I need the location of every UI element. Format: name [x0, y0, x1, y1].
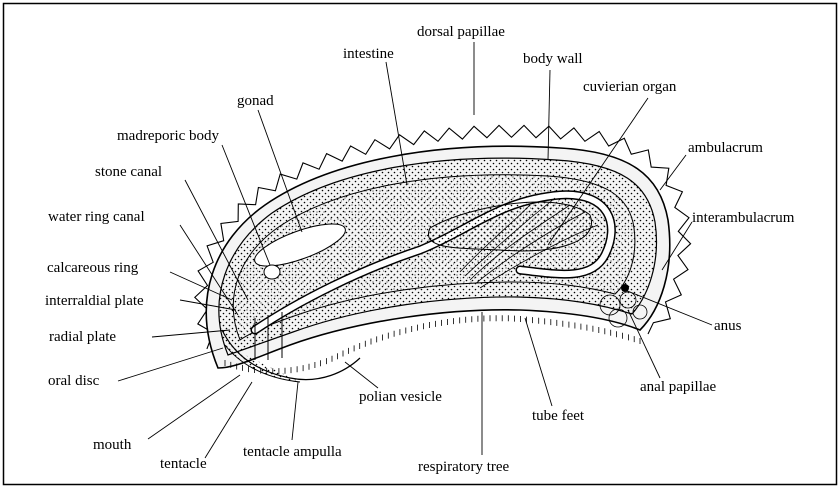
- label-intestine: intestine: [343, 46, 394, 62]
- label-madreporic-body: madreporic body: [117, 128, 220, 144]
- label-gonad: gonad: [237, 93, 274, 109]
- label-tentacle-ampulla: tentacle ampulla: [243, 444, 342, 460]
- label-body-wall: body wall: [523, 51, 583, 67]
- label-mouth: mouth: [93, 437, 132, 453]
- label-ambulacrum: ambulacrum: [688, 140, 763, 156]
- label-anus: anus: [714, 318, 742, 334]
- label-radial-plate: radial plate: [49, 329, 116, 345]
- label-tentacle: tentacle: [160, 456, 207, 472]
- label-tube-feet: tube feet: [532, 408, 585, 424]
- label-cuvierian-organ: cuvierian organ: [583, 79, 677, 95]
- label-dorsal-papillae: dorsal papillae: [417, 24, 505, 40]
- label-interraldial-plate: interraldial plate: [45, 293, 144, 309]
- madreporic-body-blob: [264, 265, 280, 279]
- label-anal-papillae: anal papillae: [640, 379, 717, 395]
- label-stone-canal: stone canal: [95, 164, 162, 180]
- label-water-ring-canal: water ring canal: [48, 209, 145, 225]
- label-oral-disc: oral disc: [48, 373, 100, 389]
- label-interambulacrum: interambulacrum: [692, 210, 795, 226]
- label-calcareous-ring: calcareous ring: [47, 260, 139, 276]
- label-respiratory-tree: respiratory tree: [418, 459, 510, 475]
- label-polian-vesicle: polian vesicle: [359, 389, 442, 405]
